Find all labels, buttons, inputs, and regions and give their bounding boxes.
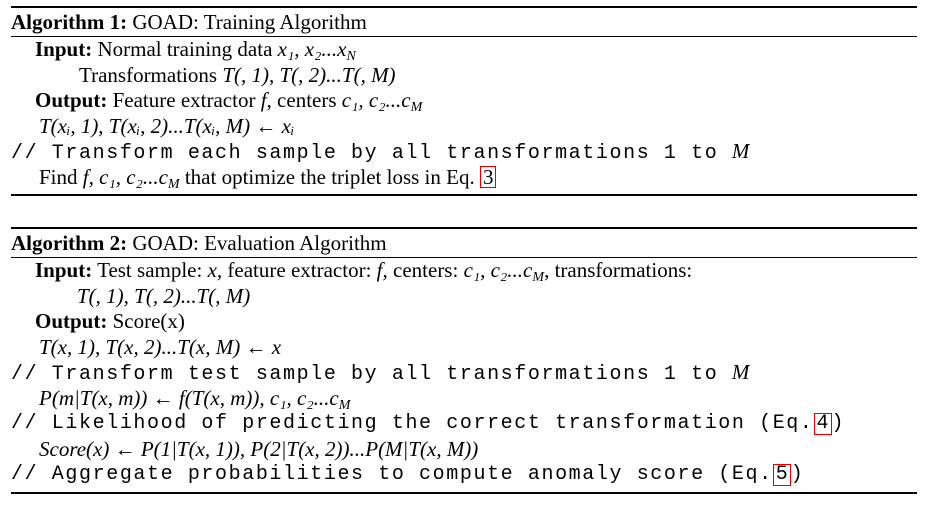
algorithm-1-input-math: x₁, x₂...xN xyxy=(277,37,356,64)
algorithm-1-comment: // Transform each sample by all transfor… xyxy=(11,139,750,165)
algorithm-2-prob-line: P(m|T(x, m)) ← f(T(x, m)), c₁, c₂...cM xyxy=(39,385,351,413)
algorithm-2-bottom-rule xyxy=(11,491,917,494)
algorithm-1-output-centers: centers xyxy=(277,88,337,112)
algorithm-2-input-line-2: T(, 1), T(, 2)...T(, M) xyxy=(77,283,251,308)
algorithm-2-comment-2: // Likelihood of predicting the correct … xyxy=(11,412,846,435)
algorithm-1-output-f: f, xyxy=(260,88,272,112)
algorithm-2-eq5-ref-link[interactable]: 5 xyxy=(772,464,791,486)
algorithm-1-input-label: Input: xyxy=(35,37,93,61)
algorithm-2-header: Algorithm 2: GOAD: Evaluation Algorithm xyxy=(11,229,917,257)
algorithm-2-eq4-ref-link[interactable]: 4 xyxy=(813,413,832,435)
algorithm-2-assign-line: T(x, 1), T(x, 2)...T(x, M) ← x xyxy=(39,334,282,359)
algorithm-1-block: Algorithm 1: GOAD: Training Algorithm In… xyxy=(11,6,917,196)
algorithm-1-bottom-rule xyxy=(11,194,917,196)
algorithm-2-output-label: Output: xyxy=(35,309,108,333)
algorithm-1-top-rule xyxy=(11,6,917,8)
algorithm-2-input-label: Input: xyxy=(35,258,93,282)
algorithm-1-comment-var: M xyxy=(731,139,750,163)
algorithm-1-find-math: f, c₁, c₂...cM xyxy=(82,164,180,192)
algorithm-1-eq-ref-link[interactable]: 3 xyxy=(479,165,497,188)
algorithm-1-input-line: Input: Normal training data x₁, x₂...xN xyxy=(11,37,917,64)
algorithm-2-output-line: Output: Score(x) xyxy=(11,309,917,335)
algorithm-1-output-text: Feature extractor xyxy=(112,88,256,112)
algorithm-1-title: GOAD: Training Algorithm xyxy=(132,10,367,34)
algorithm-2-block: Algorithm 2: GOAD: Evaluation Algorithm … xyxy=(11,227,917,494)
algorithm-2-title: GOAD: Evaluation Algorithm xyxy=(132,231,387,255)
algorithm-2-mid-rule xyxy=(11,257,917,258)
algorithm-2-input-line: Input: Test sample: x, feature extractor… xyxy=(35,258,693,285)
algorithm-1-label: Algorithm 1: xyxy=(11,10,128,34)
algorithm-1-input-text: Normal training data xyxy=(97,37,273,61)
algorithm-1-output-math: c₁, c₂...cM xyxy=(341,88,423,115)
algorithm-1-find-line: Find f, c₁, c₂...cM that optimize the tr… xyxy=(11,165,917,191)
algorithm-1-output-line: Output: Feature extractor f, centers c₁,… xyxy=(11,88,917,115)
algorithm-2-label: Algorithm 2: xyxy=(11,231,128,255)
algorithm-1-header: Algorithm 1: GOAD: Training Algorithm xyxy=(11,8,917,36)
algorithm-1-transformations-math: T(, 1), T(, 2)...T(, M) xyxy=(222,62,396,87)
algorithm-2-comment-1: // Transform test sample by all transfor… xyxy=(11,360,750,386)
algorithm-2-input-centers: c₁, c₂...cM xyxy=(463,258,545,285)
algorithm-1-output-label: Output: xyxy=(35,88,108,112)
algorithm-1-mid-rule xyxy=(11,36,917,37)
algorithm-2-output-text: Score(x) xyxy=(112,309,185,333)
algorithm-1-transformations-label: Transformations xyxy=(79,62,218,87)
algorithm-1-assign-line: T(xᵢ, 1), T(xᵢ, 2)...T(xᵢ, M) ← xᵢ xyxy=(39,113,295,138)
algorithm-1-transformations-line: Transformations T(, 1), T(, 2)...T(, M) xyxy=(11,63,917,89)
algorithm-2-score-line: Score(x) ← P(1|T(x, 1)), P(2|T(x, 2))...… xyxy=(39,436,479,461)
algorithm-2-top-rule xyxy=(11,227,917,229)
algorithm-2-comment-3: // Aggregate probabilities to compute an… xyxy=(11,463,805,486)
